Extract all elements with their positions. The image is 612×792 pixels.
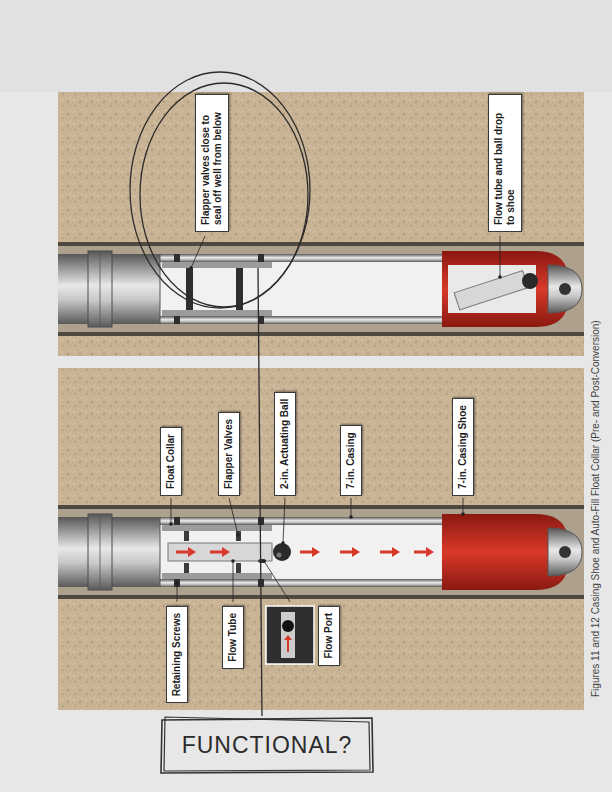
callout-label: Float Collar (160, 427, 182, 496)
callout-text: 7-in. Casing Shoe (457, 405, 469, 489)
handwritten-note-box: FUNCTIONAL? (162, 718, 372, 772)
callout-label: Flow Port (318, 606, 340, 666)
leader-lines (171, 236, 500, 602)
callout-text: Float Collar (165, 434, 177, 489)
callout-label: Flapper valves close to seal off well fr… (195, 94, 229, 232)
callout-label: 7-in. Casing (340, 425, 362, 496)
callout-text: Flapper Valves (223, 419, 235, 489)
post-conversion-well (58, 242, 584, 336)
formation-panel (58, 92, 584, 356)
callout-label: 2-in. Actuating Ball (274, 392, 296, 496)
callout-text: 2-in. Actuating Ball (279, 399, 291, 489)
callout-label: 7-in. Casing Shoe (452, 398, 474, 496)
pre-conversion-well (58, 505, 584, 599)
callout-text: Flow Tube (227, 613, 239, 662)
figure-caption: Figures 11 and 12 Casing Shoe and Auto-F… (590, 320, 602, 697)
callout-label: Flow Tube (222, 606, 244, 669)
note-text: FUNCTIONAL? (182, 732, 353, 759)
callout-text: Flow Port (323, 613, 335, 659)
page-texture (0, 0, 612, 92)
callout-label: Flapper Valves (218, 412, 240, 496)
leader-dots (169, 266, 502, 585)
hand-drawn-circle (130, 72, 310, 308)
hand-drawn-pointer (258, 268, 262, 716)
callout-label: Flow tube and ball drop to shoe (488, 94, 522, 232)
callout-label: Retaining Screws (166, 606, 188, 703)
callout-text: Flow tube and ball drop to shoe (493, 101, 517, 225)
flow-port-inset (266, 606, 314, 664)
callout-text: 7-in. Casing (345, 432, 357, 489)
callout-text: Retaining Screws (171, 613, 183, 696)
formation-panel (58, 368, 584, 710)
callout-text: Flapper valves close to seal off well fr… (200, 101, 224, 225)
